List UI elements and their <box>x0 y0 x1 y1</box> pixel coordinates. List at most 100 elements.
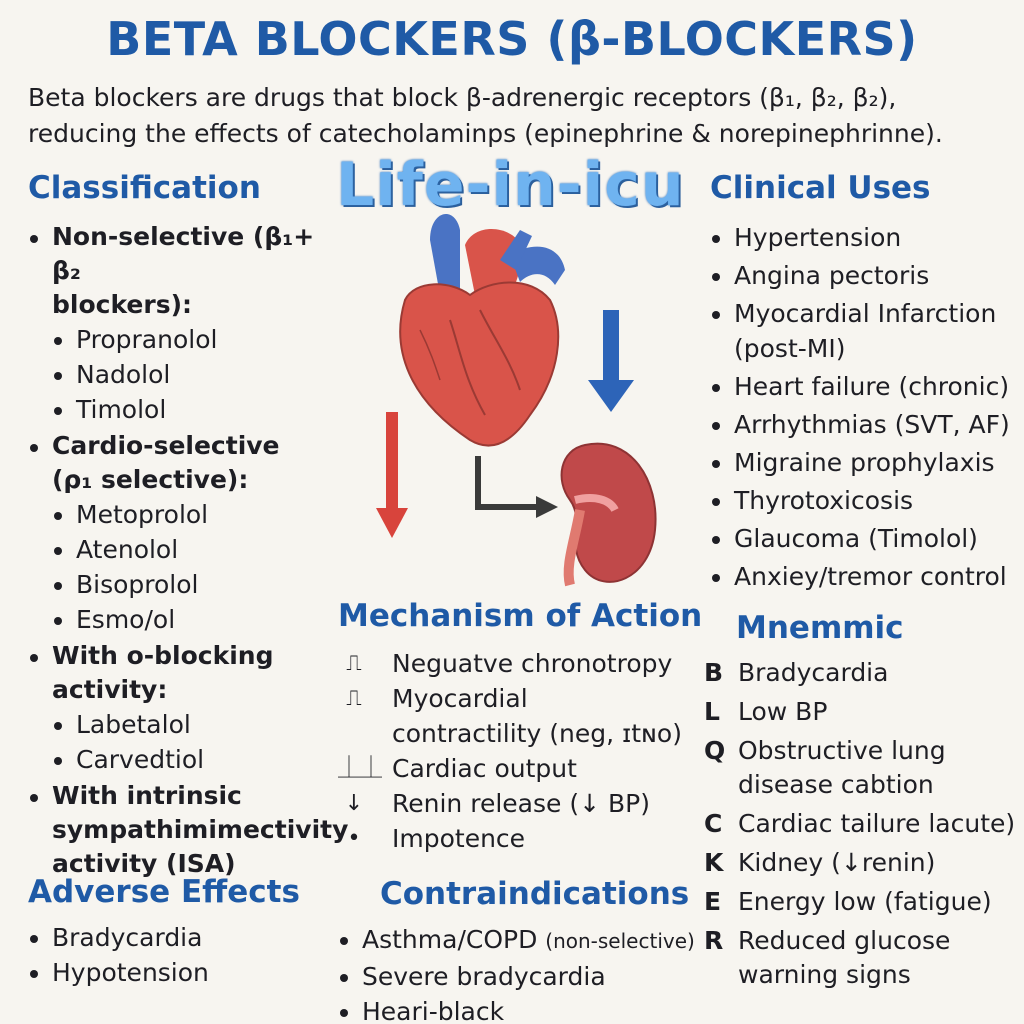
heart-kidney-illustration <box>376 213 657 587</box>
clinical-use-item: Heart failure (chronic) <box>710 369 1020 404</box>
classification-group-label: Non-selective (β₁+ β₂ <box>52 222 315 285</box>
heart-illustration <box>399 213 565 447</box>
clinical-use-text: Arrhythmias (SVT, AF) <box>734 410 1010 439</box>
contraindication-note: (non-selective) <box>545 929 695 953</box>
page-title: BETA BLOCKERS (β-BLOCKERS) <box>106 12 918 66</box>
mnemonic-text: Obstructive lung <box>738 736 946 765</box>
contraindication-text: Heari-black <box>362 997 505 1024</box>
mechanism-text: contractility (neg, ɪtɴo) <box>392 719 682 748</box>
mnemonic-item: E Energy low (fatigue) <box>704 885 1020 919</box>
mechanism-item: ⎍ Neguatve chronotropy <box>338 646 688 681</box>
red-down-arrow-icon <box>376 412 408 538</box>
mnemonic-text: Energy low (fatigue) <box>738 887 992 916</box>
classification-group-label: With intrinsic <box>52 781 242 810</box>
adverse-effect-item: Bradycardia <box>28 920 328 955</box>
classification-group-label: Cardio-selective <box>52 431 280 460</box>
mechanism-mark: ⎍ <box>346 686 362 711</box>
adverse-effect-item: Hypotension <box>28 955 328 990</box>
clinical-use-item: Anxiey/tremor control <box>710 559 1020 594</box>
mechanism-text: Impotence <box>392 824 526 853</box>
mnemonic-letter: E <box>704 887 722 916</box>
clinical-use-text: Migraine prophylaxis <box>734 448 995 477</box>
clinical-use-item: Thyrotoxicosis <box>710 483 1020 518</box>
clinical-use-item: Hypertension <box>710 220 1020 255</box>
drug-item: Labetalol <box>52 707 328 742</box>
classification-group-label: (ρ₁ selective): <box>52 465 249 494</box>
clinical-use-text: Heart failure (chronic) <box>734 372 1010 401</box>
drug-item: Carvedtiol <box>52 742 328 777</box>
clinical-use-item: Migraine prophylaxis <box>710 445 1020 480</box>
mnemonic-letter: Q <box>704 736 726 765</box>
clinical-use-item: Glaucoma (Timolol) <box>710 521 1020 556</box>
clinical-use-text: Myocardial Infarction <box>734 299 997 328</box>
mechanism-mark: • <box>347 826 361 851</box>
drug-item: Metoprolol <box>52 497 328 532</box>
mnemonic-text: Low BP <box>738 697 828 726</box>
mnemonic-item: C Cardiac tailure lacute) <box>704 807 1020 841</box>
contraindications-list: Asthma/COPD (non-selective)Severe bradyc… <box>338 922 718 1024</box>
clinical-use-text: Anxiey/tremor control <box>734 562 1007 591</box>
mnemonic-text: warning signs <box>738 960 911 989</box>
contraindication-text: Asthma/COPD <box>362 925 546 954</box>
mnemonic-item: K Kidney (↓renin) <box>704 846 1020 880</box>
mnemonic-letter: C <box>704 809 723 838</box>
classification-group: With o-blocking activity: <box>28 639 328 707</box>
mnemonic-letter: K <box>704 848 724 877</box>
drug-item: Bisoprolol <box>52 567 328 602</box>
watermark: Life-in-icu <box>336 150 685 220</box>
adverse-effects-heading: Adverse Effects <box>28 874 300 910</box>
mechanism-text: Neguatve chronotropy <box>392 649 673 678</box>
clinical-use-text: Thyrotoxicosis <box>734 486 914 515</box>
mechanism-mark: ↓ <box>344 791 364 816</box>
mnemonic-text: Kidney (↓renin) <box>738 848 936 877</box>
intro-text: Beta blockers are drugs that block β-adr… <box>28 80 1008 152</box>
mechanism-heading: Mechanism of Action <box>338 598 703 634</box>
classification-group: With intrinsic sympathimimectivity activit… <box>28 779 349 881</box>
clinical-use-text: (post-MI) <box>734 334 846 363</box>
intro-line-2: reducing the effects of catecholaminps (… <box>28 119 943 148</box>
clinical-use-item: Myocardial Infarction (post-MI) <box>710 296 1020 366</box>
drug-item: Timolol <box>52 392 328 427</box>
contraindications-heading: Contraindications <box>380 876 690 912</box>
contraindication-item: Asthma/COPD (non-selective) <box>338 922 718 959</box>
mechanism-mark: ⎍ <box>346 651 362 676</box>
mechanism-item: ↓ Renin release (↓ BP) <box>338 786 688 821</box>
black-bent-arrow-icon <box>475 456 558 518</box>
classification-group: Non-selective (β₁+ β₂ blockers): <box>28 220 328 322</box>
mechanism-mark: ⏊⏊ <box>338 756 383 781</box>
drug-item: Nadolol <box>52 357 328 392</box>
mechanism-item: • Impotence <box>338 821 688 856</box>
classification-group-label: sympathimimectivity <box>52 815 349 844</box>
classification-group-label: activity (ISA) <box>52 849 236 878</box>
mnemonic-heading: Mnemmic <box>736 610 904 646</box>
mnemonic-item: R Reduced glucose warning signs <box>704 924 1020 992</box>
mechanism-item: ⏊⏊Cardiac output <box>338 751 688 786</box>
classification-group-label: With o-blocking <box>52 641 274 670</box>
blue-down-arrow-icon <box>588 310 634 412</box>
mechanism-text: Renin release (↓ BP) <box>392 789 650 818</box>
contraindication-item: Severe bradycardia <box>338 959 718 994</box>
kidney-illustration <box>560 442 657 587</box>
mnemonic-text: Reduced glucose <box>738 926 951 955</box>
classification-list: Non-selective (β₁+ β₂ blockers): Propranol… <box>28 220 349 883</box>
clinical-use-text: Hypertension <box>734 223 902 252</box>
contraindication-item: Heari-black <box>338 994 718 1024</box>
mnemonic-text: Cardiac tailure lacute) <box>738 809 1016 838</box>
classification-group-label: blockers): <box>52 290 193 319</box>
classification-group: Cardio-selective (ρ₁ selective): <box>28 429 328 497</box>
classification-group-label: activity: <box>52 675 168 704</box>
mnemonic-letter: R <box>704 926 724 955</box>
clinical-use-text: Angina pectoris <box>734 261 930 290</box>
